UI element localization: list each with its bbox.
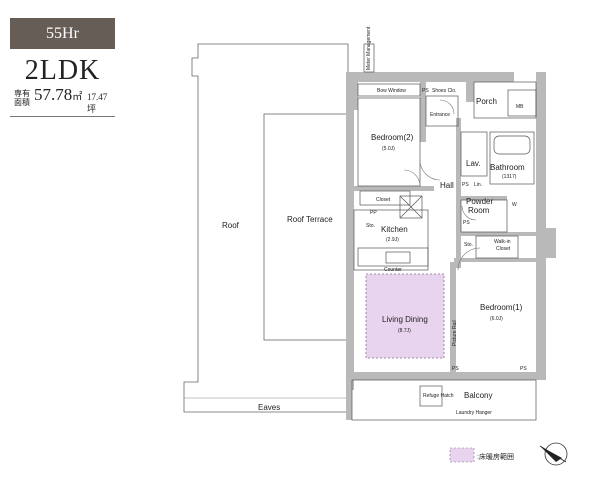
eaves-label: Eaves xyxy=(258,403,280,412)
bathroom-size: (1317) xyxy=(502,174,517,180)
area-unit: ㎡ xyxy=(72,92,83,103)
mb-box xyxy=(507,89,537,117)
unit-info: 2LDK 専有 面積 57.78㎡ 17.47坪 xyxy=(10,49,115,117)
bathtub xyxy=(493,135,531,155)
lav-box xyxy=(460,131,488,177)
area-label: 専有 面積 xyxy=(14,89,30,107)
ps-label-bed1: PS xyxy=(452,366,459,372)
kitchen-label: Kitchen xyxy=(381,225,408,234)
powder-room-label-1: Powder xyxy=(466,197,493,206)
legend-text: :床暖房範囲 xyxy=(477,454,514,461)
counter-box xyxy=(357,247,429,267)
meter-box xyxy=(363,43,375,73)
living-dining-label: Living Dining xyxy=(382,315,428,324)
area-number: 57.78 xyxy=(34,85,73,104)
bedroom2-size: (5.0J) xyxy=(382,146,395,152)
closet-box xyxy=(359,190,411,206)
living-dining-size: (8.7J) xyxy=(398,328,411,334)
porch-label: Porch xyxy=(476,97,497,106)
powder-box xyxy=(460,199,508,233)
unit-type: 55Hr xyxy=(46,24,79,42)
kitchen-size: (2.9J) xyxy=(386,237,399,243)
walk-in-box xyxy=(475,235,519,259)
pp-label: PP xyxy=(370,210,377,216)
door-swings xyxy=(403,99,481,271)
area-tsubo: 17.47坪 xyxy=(87,92,108,114)
bathroom-label: Bathroom xyxy=(490,163,525,172)
counter-label: Counter xyxy=(384,267,402,273)
floor-heating-area xyxy=(365,273,445,359)
roof-terrace-label: Roof Terrace xyxy=(287,215,333,224)
sto-label-kitchen: Sto. xyxy=(366,223,375,229)
unit-type-banner: 55Hr xyxy=(10,18,115,49)
mb-label: MB xyxy=(516,104,524,110)
powder-room-label-2: Room xyxy=(468,206,490,215)
area-label-line1: 専有 xyxy=(14,89,30,98)
shoes-clo-label: Shoes Clo. xyxy=(432,88,456,94)
floor-area: 57.78㎡ xyxy=(34,85,82,105)
bedroom2-room xyxy=(357,97,421,187)
roof-label: Roof xyxy=(222,221,240,230)
w-label: W xyxy=(512,202,517,208)
bedroom1-size: (6.0J) xyxy=(490,316,503,322)
bow-window-box xyxy=(357,83,421,97)
balcony-label: Balcony xyxy=(464,391,492,400)
layout-type: 2LDK xyxy=(24,55,101,86)
area-label-line2: 面積 xyxy=(14,98,30,107)
kitchen-box xyxy=(353,209,429,271)
meter-label: Meter Management xyxy=(366,26,372,70)
picture-rail-label: Picture Rail xyxy=(452,320,458,346)
bow-window-label: Bow Window xyxy=(377,88,406,94)
ps-label-bed1-right: PS xyxy=(520,366,527,372)
north-arrow-icon xyxy=(539,442,568,466)
refuge-hatch-label: Refuge Hatch xyxy=(423,393,454,399)
entrance-box xyxy=(425,95,459,127)
closet-label: Closet xyxy=(376,197,391,203)
balcony-box xyxy=(351,379,537,421)
hall-stair xyxy=(399,195,423,219)
bedroom2-label: Bedroom(2) xyxy=(371,133,414,142)
refuge-hatch-box xyxy=(419,385,443,407)
legend-swatch xyxy=(449,447,475,463)
lav-label: Lav. xyxy=(466,159,481,168)
sto-label-hall: Sto. xyxy=(464,242,473,248)
roof-terrace-outline xyxy=(263,113,349,341)
walk-in-label-2: Closet xyxy=(496,246,511,252)
ps-label-powder: PS xyxy=(463,220,470,226)
laundry-hanger-label: Laundry Hanger xyxy=(456,410,492,416)
walls xyxy=(346,72,556,420)
bedroom1-label: Bedroom(1) xyxy=(480,303,523,312)
sink xyxy=(385,251,411,264)
hall-label: Hall xyxy=(440,181,454,190)
bath-box xyxy=(489,131,535,185)
roof-outline xyxy=(183,43,349,413)
walk-in-label-1: Walk-in xyxy=(494,239,511,245)
entrance-label: Entrance xyxy=(430,112,450,118)
ps-label-top: PS xyxy=(422,88,429,94)
lin-label: Lin. xyxy=(474,182,482,188)
ps-label-lav: PS xyxy=(462,182,469,188)
